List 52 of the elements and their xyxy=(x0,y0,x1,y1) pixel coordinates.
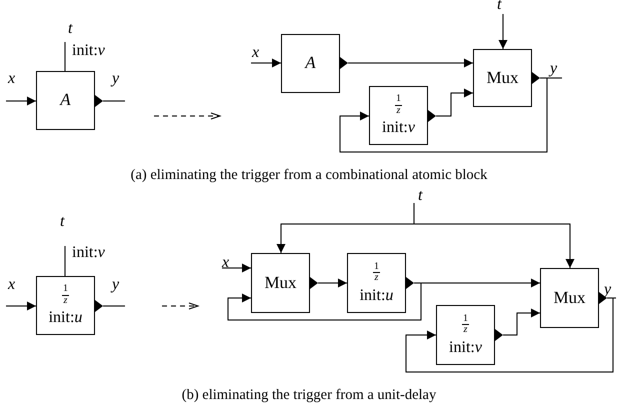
subfigure-caption: (b) eliminating the trigger from a unit-delay xyxy=(180,387,438,404)
init-value: init:u xyxy=(360,286,394,304)
function-block xyxy=(251,253,318,313)
signal-wire xyxy=(348,58,474,68)
fraction: 1 z xyxy=(395,94,402,116)
signal-wire xyxy=(6,302,36,310)
signal-name: x xyxy=(222,254,230,272)
block-name: A xyxy=(305,54,316,73)
subfigure-caption: (a) eliminating the trigger from a combinational atomic block xyxy=(130,167,488,184)
function-block xyxy=(473,49,540,107)
signal-wire xyxy=(340,78,548,152)
function-block xyxy=(281,34,348,93)
signal-wire xyxy=(318,278,348,288)
block-name: A xyxy=(60,91,71,110)
signal-wire xyxy=(228,282,422,320)
signal-wire xyxy=(64,246,66,276)
signal-name: y xyxy=(550,60,558,78)
signal-name: y xyxy=(112,276,120,294)
signal-wire xyxy=(414,202,574,268)
signal-wire xyxy=(222,264,252,272)
signal-name: t xyxy=(68,20,72,38)
signal-wire xyxy=(436,88,474,116)
signal-name: x xyxy=(252,44,260,62)
signal-name: t xyxy=(418,187,422,206)
signal-name: t xyxy=(497,0,502,14)
signal-wire xyxy=(498,14,508,50)
unit-delay-block xyxy=(436,305,503,365)
unit-delay-block xyxy=(369,86,436,145)
init-value: init:u xyxy=(48,309,82,327)
fraction: 1 z xyxy=(462,314,469,336)
signal-name: x xyxy=(8,276,16,294)
signal-name: t xyxy=(60,213,64,232)
signal-wire xyxy=(64,42,66,72)
block-name: Mux xyxy=(553,288,586,308)
signal-wire xyxy=(502,308,540,336)
signal-wire xyxy=(406,298,614,372)
unit-delay-block xyxy=(36,276,103,335)
unit-delay-block xyxy=(347,253,414,313)
init-annotation: init:v xyxy=(72,42,105,60)
block-name: Mux xyxy=(264,274,297,292)
function-block xyxy=(36,71,103,130)
signal-wire xyxy=(6,96,36,106)
init-value: init:v xyxy=(382,119,415,137)
init-annotation: init:v xyxy=(72,244,105,262)
signal-wire xyxy=(250,58,282,68)
signal-name: x xyxy=(8,70,16,88)
signal-name: y xyxy=(112,70,120,88)
fraction: 1 z xyxy=(62,284,69,306)
signal-wire xyxy=(102,100,126,102)
block-name: Mux xyxy=(486,68,519,88)
init-value: init:v xyxy=(449,338,482,356)
fraction: 1 z xyxy=(373,262,380,284)
